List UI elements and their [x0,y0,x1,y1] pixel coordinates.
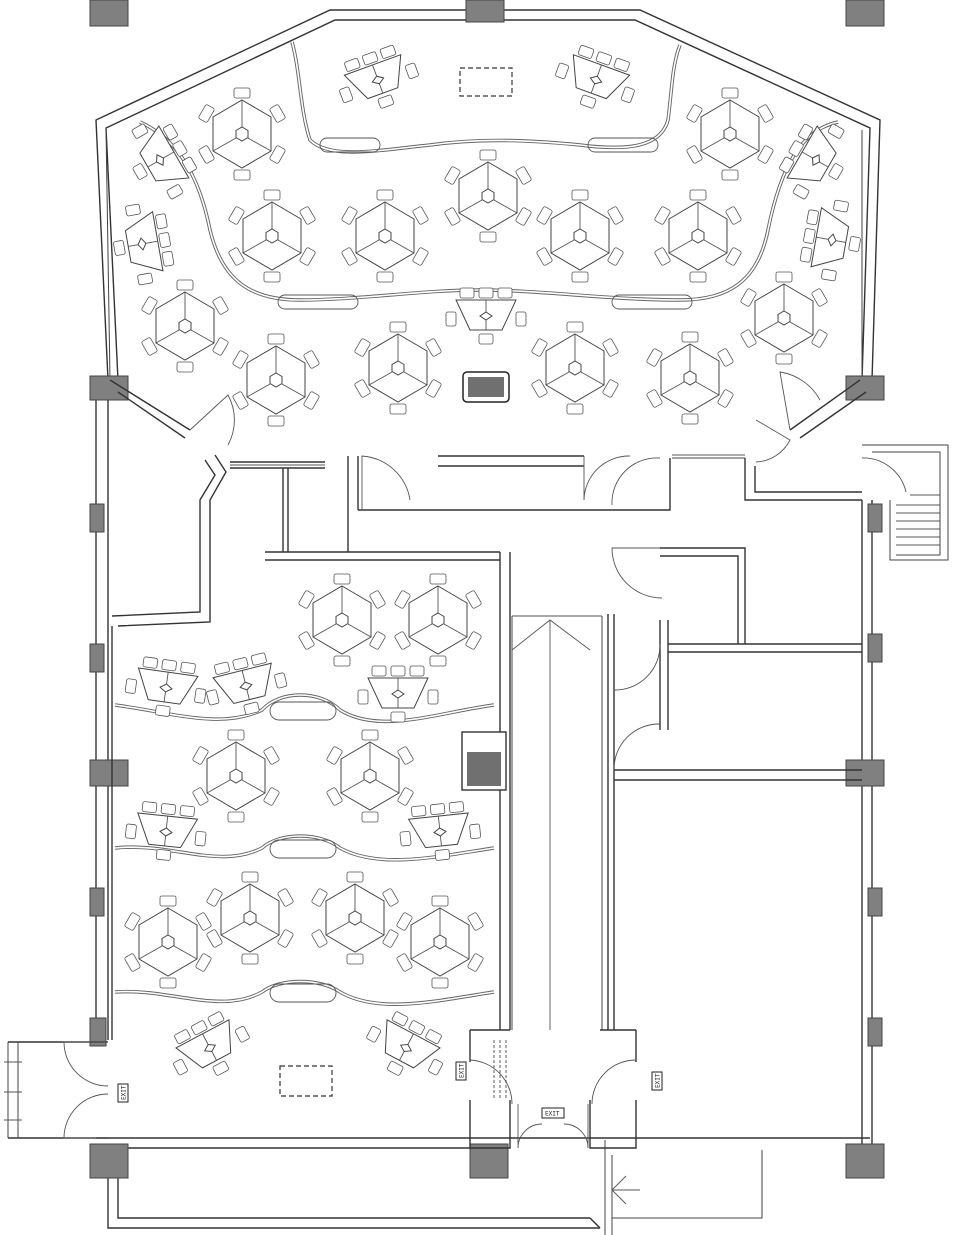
table-cluster [445,287,527,345]
table-group-top-room [106,39,868,427]
table-cluster [227,189,317,283]
presenter-area [279,1065,333,1097]
table-cluster [325,729,415,823]
column [867,633,883,663]
svg-text:EXIT: EXIT [545,1111,560,1118]
column [465,0,505,23]
table-cluster [115,110,205,210]
svg-text:EXIT: EXIT [121,1085,128,1100]
column [89,1143,129,1179]
table-cluster [739,271,829,365]
column [845,0,885,27]
table-cluster [123,895,213,989]
table-cluster [653,189,743,283]
table-cluster [161,1003,259,1093]
table-cluster [121,654,211,722]
table-cluster [140,279,230,373]
interior-walls [4,379,867,1149]
table-cluster [330,39,426,121]
column [845,1143,885,1179]
table-cluster [357,1003,455,1093]
table-cluster [396,799,484,865]
table-cluster [297,573,387,667]
table-cluster [393,573,483,667]
exit-sign: EXIT [541,1107,565,1119]
table-cluster [199,648,293,724]
table-cluster [106,199,178,289]
structural-columns [89,0,885,1179]
table-cluster [357,665,439,723]
column [89,759,129,787]
table-group-middle-room [121,573,485,1093]
column [469,1143,509,1179]
table-cluster [443,149,533,243]
presenter-area [459,67,513,97]
exit-sign: EXIT [455,1061,467,1081]
exit-sign: EXIT [651,1071,663,1091]
column [867,887,883,917]
table-cluster [796,195,868,285]
table-cluster [685,87,775,181]
table-cluster [548,39,644,121]
column [89,1017,107,1047]
table-cluster [340,189,430,283]
column [89,643,105,673]
curved-partitions [114,41,839,1006]
table-cluster [645,331,735,425]
table-cluster [205,871,295,965]
table-cluster [191,729,281,823]
table-cluster [530,321,620,415]
table-cluster [771,110,861,210]
table-cluster [353,321,443,415]
svg-text:EXIT: EXIT [655,1073,662,1088]
column [867,1017,883,1047]
table-cluster [535,189,625,283]
outer-walls [95,9,949,1235]
column [89,887,105,917]
presenter-zones [279,67,513,1097]
table-cluster [310,871,400,965]
svg-text:EXIT: EXIT [459,1063,466,1078]
stair-treads [896,494,940,546]
column [89,0,129,27]
column [867,503,883,533]
exit-sign: EXIT [117,1083,129,1103]
column [89,503,105,533]
column [845,375,885,401]
table-cluster [395,895,485,989]
table-cluster [231,333,321,427]
doors [63,371,907,1205]
table-cluster [197,87,287,181]
column [845,759,885,787]
